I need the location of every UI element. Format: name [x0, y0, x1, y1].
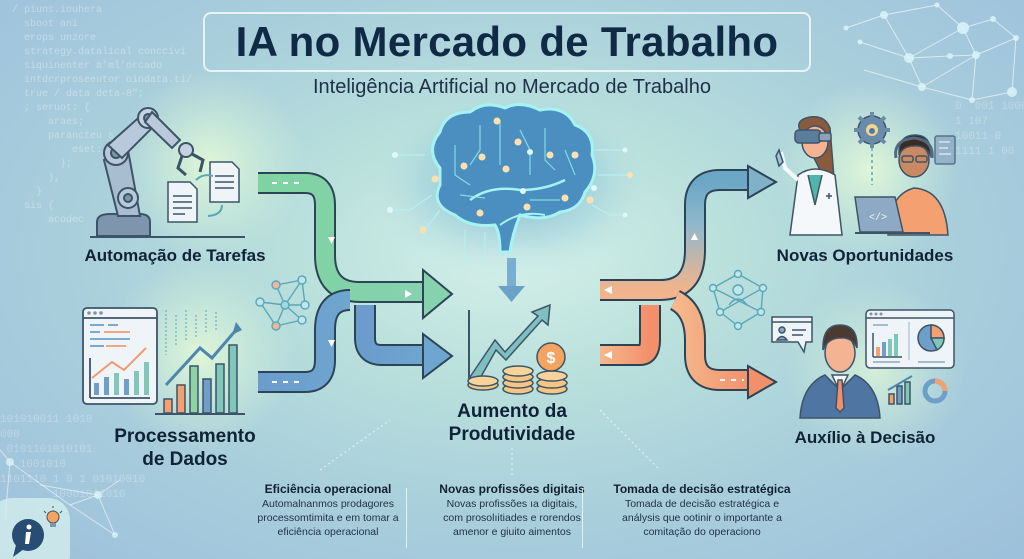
- label-processamento-line2: de Dados: [142, 449, 228, 470]
- background-code-text: / piuns.iouhera sboot ani erops unzore s…: [12, 5, 193, 226]
- robot-arm-icon: [90, 107, 245, 238]
- bar-chart-growth-icon: [155, 310, 245, 415]
- bottom-text: amenor e giuito aimentos: [453, 526, 571, 538]
- label-novas-oportunidades: Novas Oportunidades: [776, 246, 954, 265]
- info-bubble-icon[interactable]: [8, 503, 68, 559]
- growth-coins-icon: $: [467, 303, 568, 395]
- bottom-text: Automalnanmos prodagores: [262, 498, 394, 510]
- label-aumento-line1: Aumento da: [457, 401, 567, 422]
- svg-text:</>: </>: [869, 212, 887, 224]
- bottom-text: Tomada de decisão estratégica e: [624, 498, 780, 510]
- bottom-text: eficiência operacional: [277, 526, 379, 538]
- title-frame: IA no Mercado de Trabalho: [203, 12, 811, 72]
- flow-arrow-oportunidades: [600, 164, 779, 301]
- document-icons: [167, 161, 240, 223]
- bottom-heading: Tomada de decisão estratégica: [613, 482, 791, 496]
- bottom-heading: Novas profissões digitais: [439, 482, 585, 496]
- label-automacao-tarefas: Automação de Tarefas: [84, 246, 266, 265]
- label-aumento-produtividade: Aumento da Produtividade: [412, 400, 612, 446]
- svg-text:$: $: [547, 350, 556, 367]
- label-aumento-line2: Produtividade: [448, 424, 576, 445]
- bottom-col-eficiencia: Eficiência operacional Automalnanmos pro…: [238, 482, 418, 539]
- bottom-text: comitação do operaciono: [643, 526, 761, 538]
- divider: [582, 488, 583, 548]
- bottom-text: Novas profissões ıa digitais,: [446, 498, 578, 510]
- lightbulb-icon: [43, 506, 63, 527]
- flow-arrow-decisao: [600, 290, 779, 400]
- background-binary-right: 0 001 10001 1 107 10011 0 1111 1 00: [955, 101, 1024, 158]
- bottom-col-tomada-decisao: Tomada de decisão estratégica Tomada de …: [602, 482, 802, 539]
- page-subtitle: Inteligência Artificial no Mercado de Tr…: [312, 76, 711, 98]
- label-processamento-dados: Processamento de Dados: [80, 425, 290, 471]
- bottom-text: com prosolıitiades e rorendos: [443, 512, 581, 524]
- down-arrow-icon: [498, 258, 525, 302]
- bottom-heading: Eficiência operacional: [264, 482, 392, 496]
- network-node-icon-left: [255, 275, 310, 331]
- label-auxilio-decisao: Auxílio à Decisão: [794, 428, 936, 447]
- background-binary-left: 101010011 1010 000 0101101010101 1001010…: [0, 414, 146, 501]
- brain-circuit-icon: [387, 103, 633, 265]
- label-processamento-line1: Processamento: [114, 426, 256, 447]
- businessman-dashboard-icon: [771, 309, 955, 419]
- bottom-text: processomtimita e em tomar a: [257, 512, 399, 524]
- bottom-col-novas-profissoes: Novas profissões digitais Novas profissõ…: [422, 482, 602, 539]
- network-person-icon-right: [708, 269, 768, 331]
- page-title: IA no Mercado de Trabalho: [235, 18, 779, 65]
- professionals-icon: </>: [775, 112, 956, 236]
- data-window-chart-icon: [82, 307, 158, 405]
- divider: [406, 488, 407, 548]
- flow-arrow-processamento: [258, 289, 454, 393]
- bottom-text: análysis que ootinir o importante a: [622, 512, 782, 524]
